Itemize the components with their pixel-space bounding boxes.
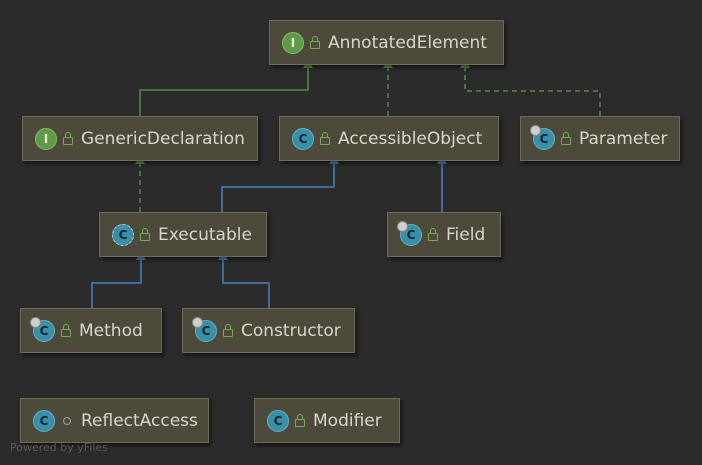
final-pin-icon [30,316,41,328]
node-label: Parameter [579,128,668,149]
node-label: AnnotatedElement [328,32,487,53]
node-label: GenericDeclaration [81,128,245,149]
final-class-icon: C [192,316,217,342]
node-label: AccessibleObject [338,128,483,149]
node-method[interactable]: C Method [20,308,162,353]
class-icon: C [33,409,55,432]
node-generic-declaration[interactable]: I GenericDeclaration [22,116,258,161]
node-label: Method [79,320,143,341]
final-pin-icon [397,220,408,232]
node-label: Field [446,224,486,245]
node-label: ReflectAccess [81,410,198,431]
public-lock-icon [428,227,438,241]
edge-genericdeclaration-annotatedelement [139,59,313,116]
interface-icon: I [282,31,304,54]
node-annotated-element[interactable]: I AnnotatedElement [269,20,504,65]
node-parameter[interactable]: C Parameter [520,116,680,161]
node-accessible-object[interactable]: C AccessibleObject [279,116,499,161]
public-lock-icon [310,35,320,49]
abstract-class-icon: C [112,223,134,246]
final-pin-icon [192,316,203,328]
node-label: Constructor [241,320,341,341]
edge-constructor-executable [218,251,270,308]
public-lock-icon [61,323,71,337]
final-class-icon: C [530,124,555,150]
class-letter: C [201,323,211,338]
final-class-icon: C [30,316,55,342]
node-field[interactable]: C Field [387,212,501,257]
public-lock-icon [561,131,571,145]
node-constructor[interactable]: C Constructor [182,308,355,353]
final-class-icon: C [397,220,422,246]
public-lock-icon [140,227,150,241]
node-modifier[interactable]: C Modifier [254,398,400,443]
class-letter: C [539,131,549,146]
watermark-text: Powered by yFiles [10,441,108,454]
edge-executable-accessibleobject [221,155,339,212]
final-pin-icon [530,124,541,136]
node-executable[interactable]: C Executable [99,212,267,257]
package-private-icon [63,416,71,425]
public-lock-icon [295,413,305,427]
node-label: Modifier [313,410,382,431]
node-reflect-access[interactable]: C ReflectAccess [20,398,209,443]
edge-method-executable [91,251,146,308]
class-icon: C [267,409,289,432]
class-icon: C [292,127,314,150]
public-lock-icon [223,323,233,337]
class-letter: C [39,323,49,338]
class-letter: C [406,227,416,242]
public-lock-icon [320,131,330,145]
public-lock-icon [63,131,73,145]
edge-parameter-annotatedelement [460,59,601,116]
node-label: Executable [158,224,252,245]
interface-icon: I [35,127,57,150]
